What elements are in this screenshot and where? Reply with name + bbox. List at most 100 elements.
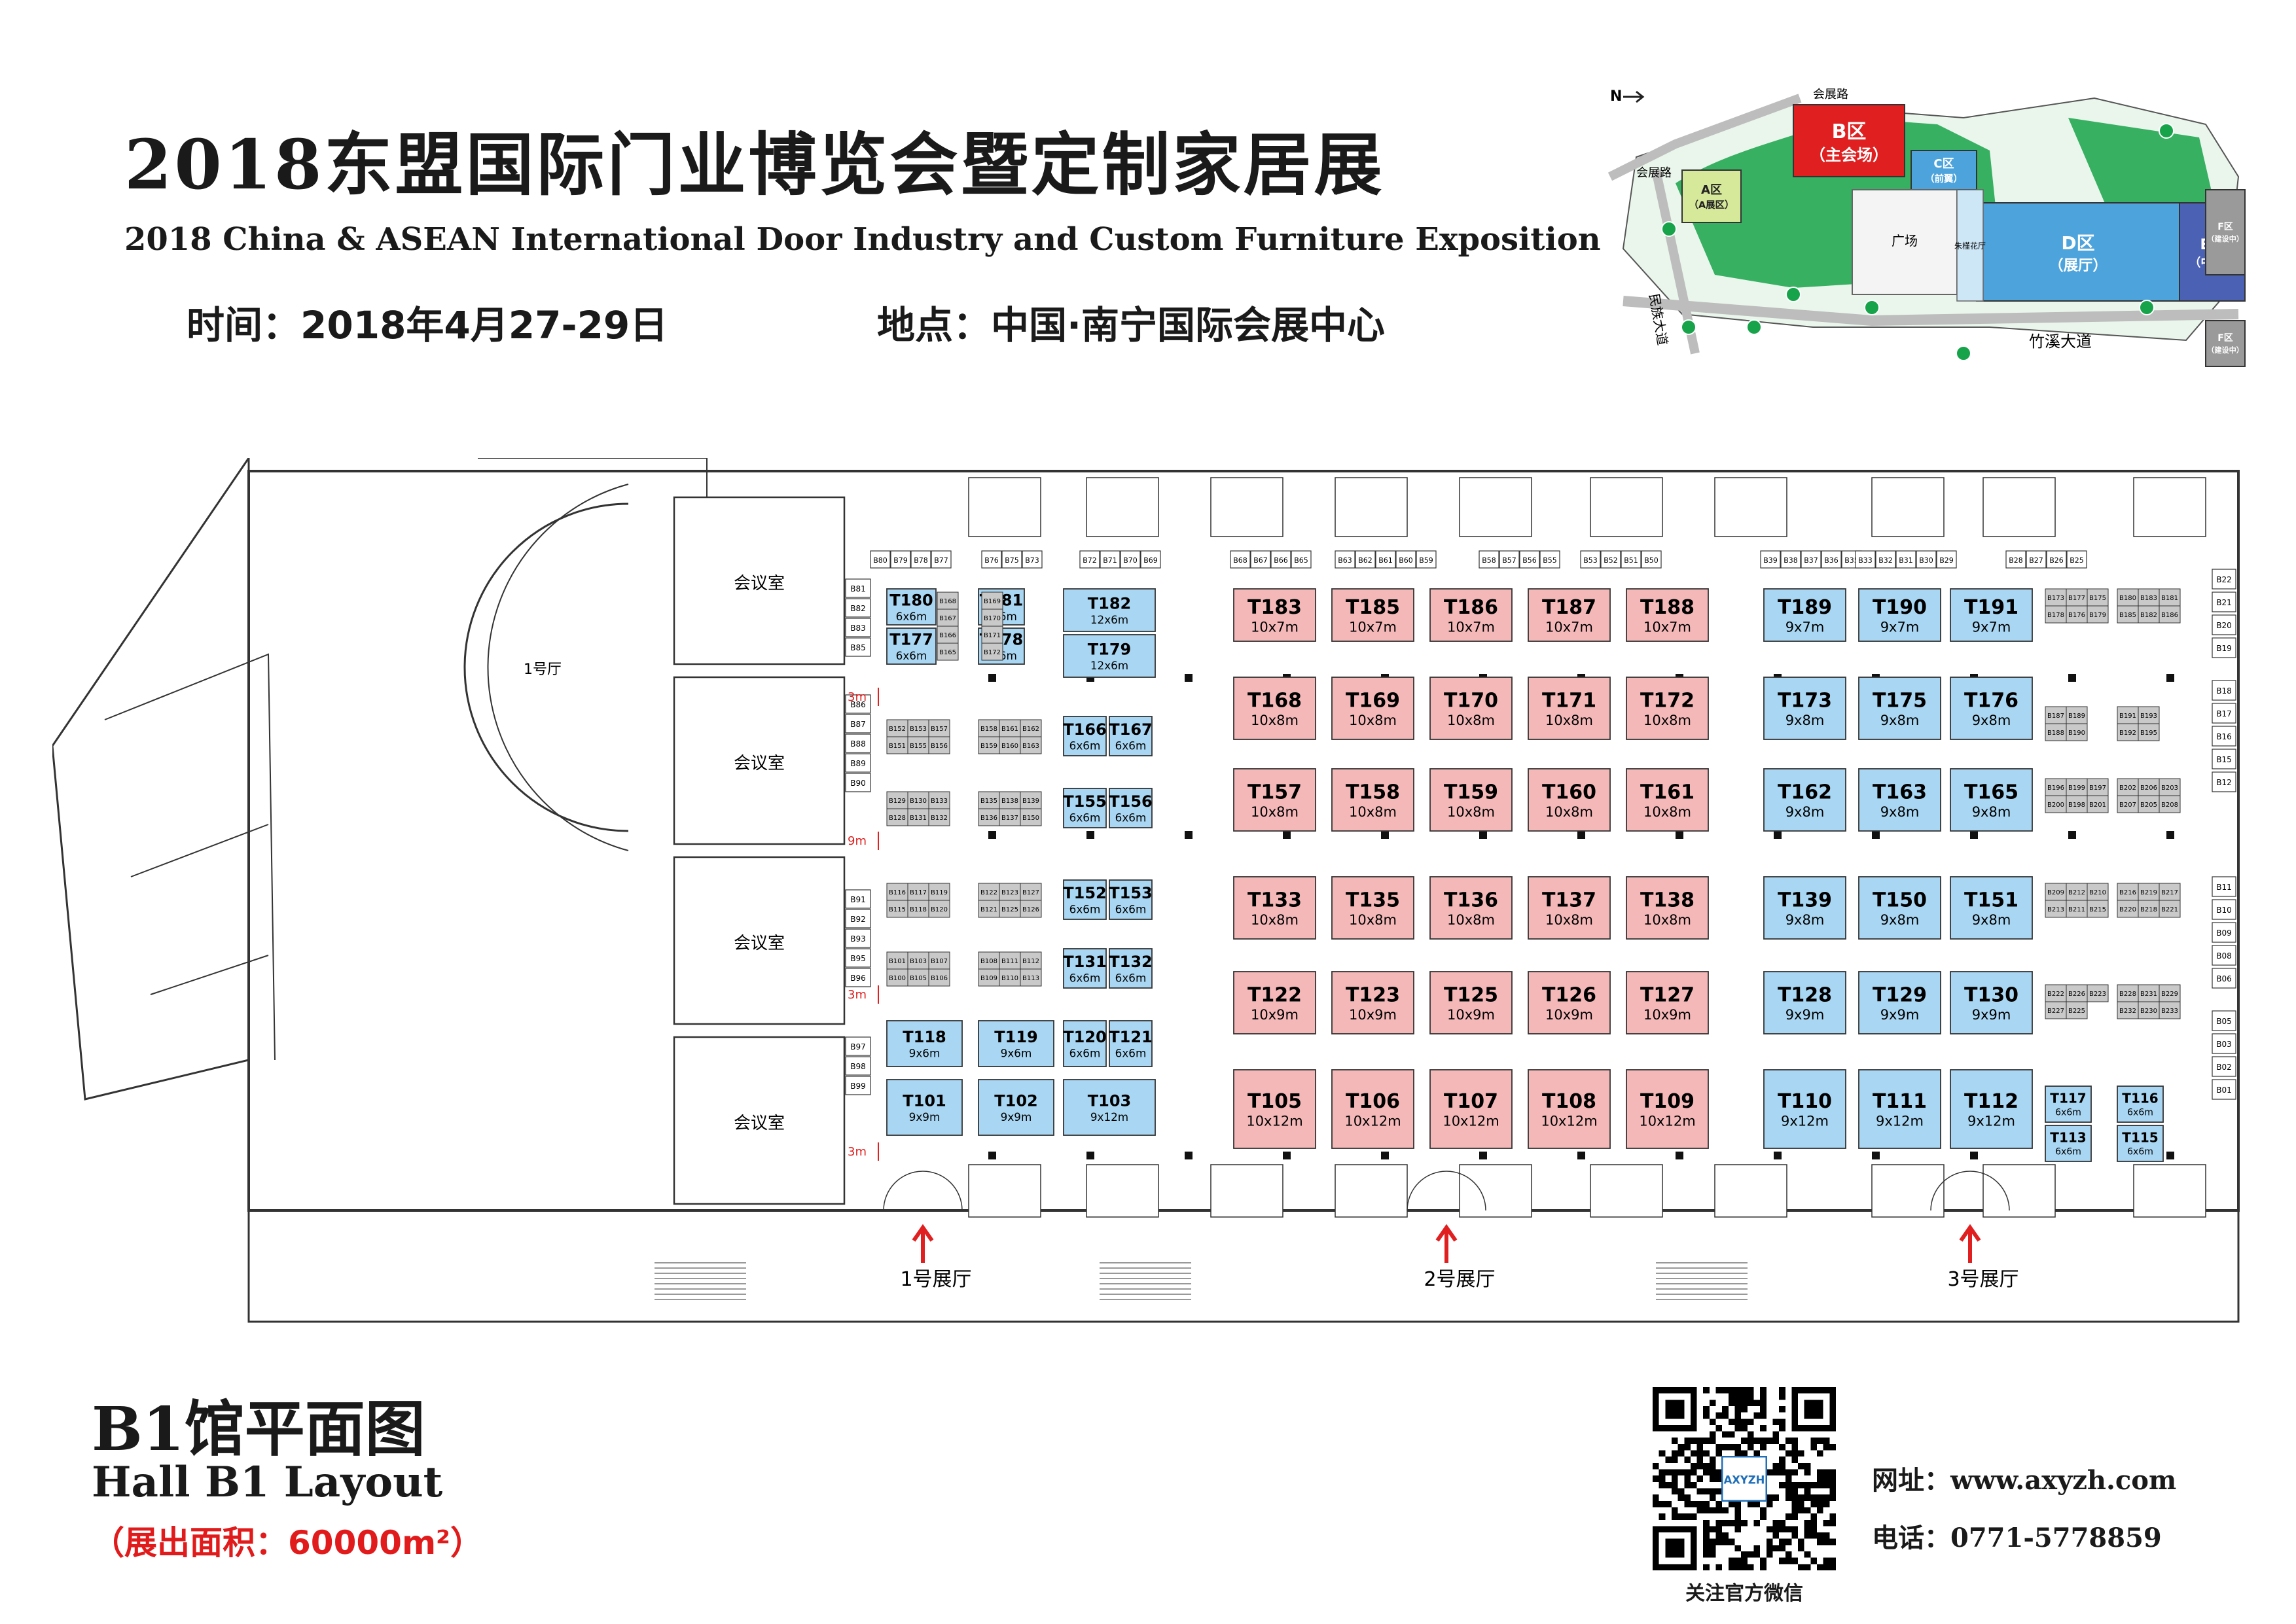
b-booth[interactable] [845,714,871,733]
b-booth[interactable] [845,733,871,753]
b-booth[interactable] [2212,1010,2236,1031]
b-booth[interactable] [2087,883,2109,901]
b-booth[interactable] [907,719,929,737]
b-booth[interactable] [2212,749,2236,769]
b-booth[interactable] [845,928,871,948]
b-booth[interactable] [910,550,931,569]
b-booth[interactable] [1600,550,1621,569]
b-booth[interactable] [1079,550,1100,569]
b-booth[interactable] [2066,778,2088,796]
b-booth[interactable] [1020,883,1042,901]
b-booth[interactable] [928,808,950,826]
b-booth[interactable] [2138,795,2160,813]
b-booth[interactable] [2045,1001,2067,1019]
b-booth[interactable] [978,736,1000,754]
b-booth[interactable] [1479,550,1499,569]
b-booth[interactable] [2087,900,2109,918]
b-booth[interactable] [999,968,1021,987]
b-booth[interactable] [845,694,871,714]
b-booth[interactable] [2117,723,2139,741]
b-booth[interactable] [907,736,929,754]
b-booth[interactable] [2046,550,2067,569]
b-booth[interactable] [1140,550,1161,569]
b-booth[interactable] [1821,550,1842,569]
b-booth[interactable] [845,948,871,968]
site-zone[interactable]: B区（主会场） [1793,104,1905,177]
b-booth[interactable] [2212,614,2236,635]
b-booth[interactable] [1395,550,1416,569]
b-booth[interactable] [2212,726,2236,747]
b-booth[interactable] [2159,883,2181,901]
b-booth[interactable] [2212,771,2236,792]
b-booth[interactable] [2117,605,2139,624]
b-booth[interactable] [845,1056,871,1076]
b-booth[interactable] [845,578,871,598]
b-booth[interactable] [2026,550,2047,569]
b-booth[interactable] [1895,550,1916,569]
meeting-room[interactable]: 会议室 [673,856,846,1025]
b-booth[interactable] [2066,900,2088,918]
b-booth[interactable] [2045,588,2067,607]
b-booth[interactable] [2117,900,2139,918]
b-booth[interactable] [1780,550,1801,569]
b-booth[interactable] [981,643,1003,661]
b-booth[interactable] [978,883,1000,901]
b-booth[interactable] [1020,736,1042,754]
b-booth[interactable] [928,719,950,737]
b-booth[interactable] [845,753,871,773]
b-booth[interactable] [1539,550,1560,569]
b-booth[interactable] [1875,550,1896,569]
b-booth[interactable] [2159,984,2181,1002]
b-booth[interactable] [886,791,908,809]
b-booth[interactable] [2212,637,2236,658]
wechat-qr-code[interactable]: AXYZH [1653,1387,1836,1570]
b-booth[interactable] [2117,984,2139,1002]
b-booth[interactable] [2212,1033,2236,1054]
b-booth[interactable] [928,883,950,901]
site-zone[interactable]: C区（前翼） [1910,150,1977,190]
b-booth[interactable] [2212,899,2236,920]
b-booth[interactable] [1580,550,1601,569]
b-booth[interactable] [981,550,1002,569]
b-booth[interactable] [845,909,871,928]
b-booth[interactable] [1250,550,1271,569]
b-booth[interactable] [2159,778,2181,796]
b-booth[interactable] [907,968,929,987]
b-booth[interactable] [2212,968,2236,989]
b-booth[interactable] [845,889,871,909]
b-booth[interactable] [2087,588,2109,607]
b-booth[interactable] [1120,550,1141,569]
b-booth[interactable] [2159,588,2181,607]
b-booth[interactable] [2045,723,2067,741]
